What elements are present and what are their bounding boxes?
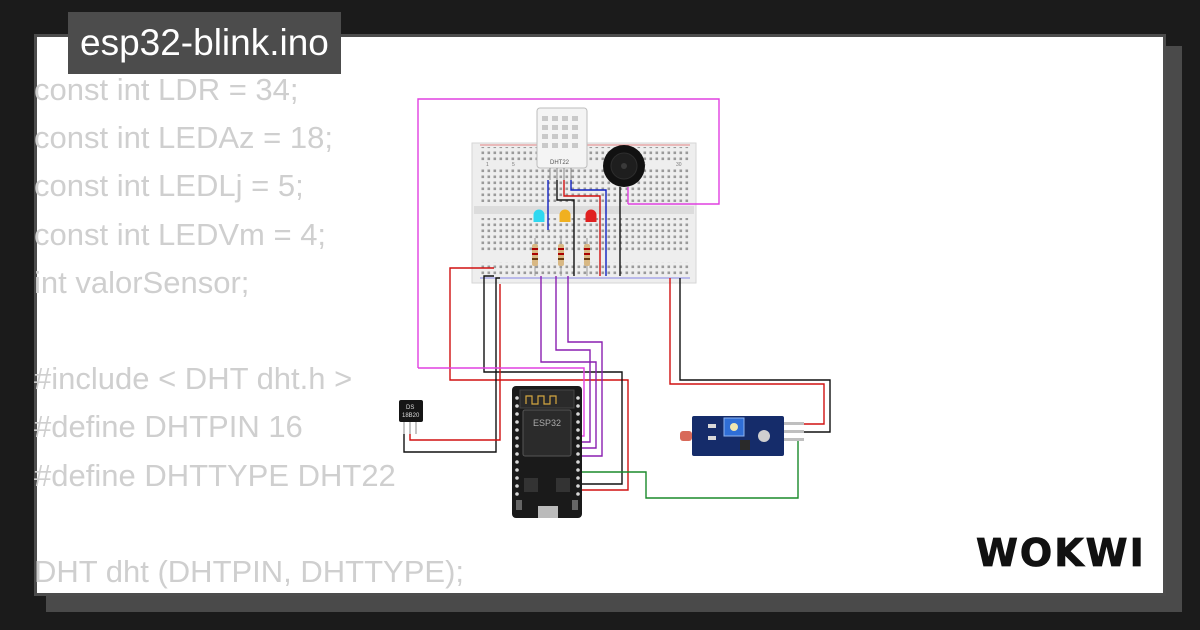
wire-red-ds bbox=[409, 284, 501, 441]
resistor-1 bbox=[532, 238, 538, 276]
wire-black-ds bbox=[403, 277, 500, 453]
wire-purple-1 bbox=[540, 276, 597, 449]
buzzer bbox=[603, 145, 645, 276]
esp32-board: ESP32 bbox=[512, 386, 582, 518]
code-line-9: #define DHTTYPE DHT22 bbox=[34, 457, 396, 493]
led-yellow bbox=[559, 209, 571, 222]
code-line-8: #define DHTPIN 16 bbox=[34, 409, 303, 445]
wire-ldr-green bbox=[580, 440, 799, 499]
code-line-3: const int LEDLj = 5; bbox=[34, 168, 304, 204]
led-red bbox=[585, 209, 597, 222]
ldr-module bbox=[680, 416, 804, 456]
resistor-3 bbox=[584, 238, 590, 276]
code-line-11: DHT dht (DHTPIN, DHTTYPE); bbox=[34, 553, 465, 589]
wire-blue-right bbox=[570, 180, 607, 276]
wokwi-logo: WOKWI bbox=[976, 531, 1146, 576]
ds18b20-label-2: 18B20 bbox=[402, 413, 420, 419]
wire-ldr-red bbox=[669, 278, 825, 425]
ds18b20-label-1: DS bbox=[406, 405, 414, 411]
wire-dht-black bbox=[556, 180, 575, 276]
wire-red-power bbox=[449, 267, 629, 491]
wire-black-gnd bbox=[483, 275, 623, 485]
wire-dht-red bbox=[563, 180, 601, 276]
bb-num-1: 1 bbox=[486, 162, 489, 168]
wire-ldr-black bbox=[679, 278, 831, 433]
code-line-4: const int LEDVm = 4; bbox=[34, 216, 327, 252]
dht22-label: DHT22 bbox=[550, 160, 570, 166]
esp32-label: ESP32 bbox=[533, 418, 561, 428]
bb-num-5: 5 bbox=[512, 162, 515, 168]
wire-purple-2 bbox=[555, 276, 591, 443]
code-line-1: const int LDR = 34; bbox=[34, 72, 299, 107]
wire-purple-3 bbox=[567, 276, 603, 457]
ds18b20-sensor: DS 18B20 bbox=[399, 400, 423, 434]
code-line-2: const int LEDAz = 18; bbox=[34, 120, 333, 156]
bb-num-30: 30 bbox=[676, 162, 682, 168]
brand-text: WOKWI bbox=[976, 531, 1146, 575]
preview-card bbox=[34, 34, 1166, 596]
led-cyan bbox=[533, 209, 545, 222]
project-title: esp32-blink.ino bbox=[68, 12, 341, 74]
wire-magenta-loop bbox=[417, 98, 720, 368]
code-line-5: int valorSensor; bbox=[34, 264, 250, 300]
code-preview: const int LDR = 34; const int LEDAz = 18… bbox=[34, 66, 464, 596]
dht22-sensor: DHT22 bbox=[536, 107, 588, 180]
code-line-7: #include < DHT dht.h > bbox=[34, 361, 353, 397]
resistor-2 bbox=[558, 238, 564, 276]
